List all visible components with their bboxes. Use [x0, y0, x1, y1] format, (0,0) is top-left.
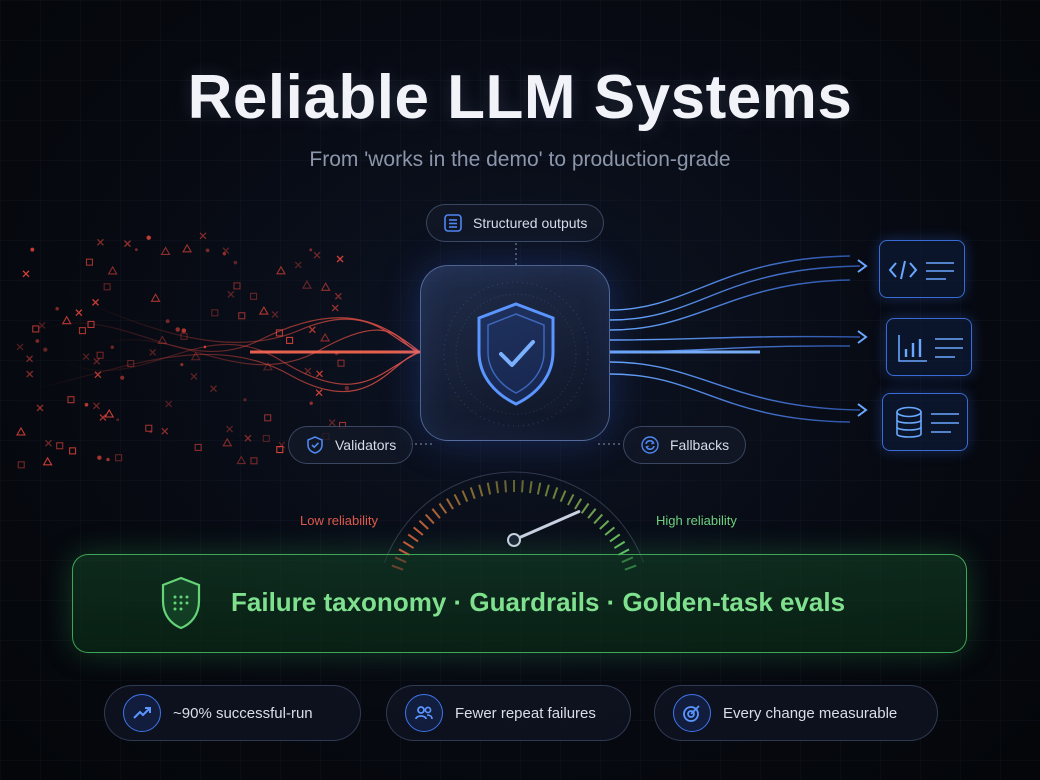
- page-subtitle: From 'works in the demo' to production-g…: [309, 148, 731, 171]
- fallbacks-label: Fallbacks: [670, 437, 730, 453]
- fallbacks-pill: Fallbacks: [623, 426, 747, 464]
- validators-pill: Validators: [288, 426, 414, 464]
- shield-check-icon: [307, 436, 323, 454]
- stat-repeat-label: Fewer repeat failures: [455, 704, 596, 722]
- stat-repeat-failures: Fewer repeat failures: [386, 685, 631, 741]
- stat-success-rate: ~90% successful-run: [104, 685, 361, 741]
- output-card-database: [882, 393, 968, 451]
- guardrail-core: [420, 265, 610, 441]
- gauge-high-label: High reliability: [656, 513, 737, 528]
- page-title: Reliable LLM Systems: [187, 63, 853, 132]
- chart-icon: [898, 335, 963, 362]
- gauge-low-label: Low reliability: [300, 513, 379, 528]
- capabilities-text: Failure taxonomy · Guardrails · Golden-t…: [231, 587, 846, 617]
- stat-measurable-label: Every change measurable: [723, 704, 898, 722]
- users-icon: [405, 694, 443, 732]
- shield-check-large-icon: [477, 302, 555, 406]
- stat-measurable: Every change measurable: [654, 685, 938, 741]
- code-icon: [888, 260, 954, 280]
- capabilities-banner: Failure taxonomy · Guardrails · Golden-t…: [72, 554, 967, 653]
- validators-label: Validators: [335, 437, 397, 453]
- shield-dots-icon: [161, 576, 201, 630]
- database-icon: [896, 406, 959, 438]
- refresh-icon: [641, 436, 659, 454]
- output-card-code: [879, 240, 965, 298]
- structured-outputs-label: Structured outputs: [473, 215, 588, 231]
- core-graphic: [443, 281, 589, 427]
- trend-up-icon: [123, 694, 161, 732]
- stat-success-label: ~90% successful-run: [173, 704, 313, 722]
- output-card-chart: [886, 318, 972, 376]
- structured-outputs-pill: Structured outputs: [426, 204, 605, 242]
- list-icon: [444, 214, 462, 232]
- target-icon: [673, 694, 711, 732]
